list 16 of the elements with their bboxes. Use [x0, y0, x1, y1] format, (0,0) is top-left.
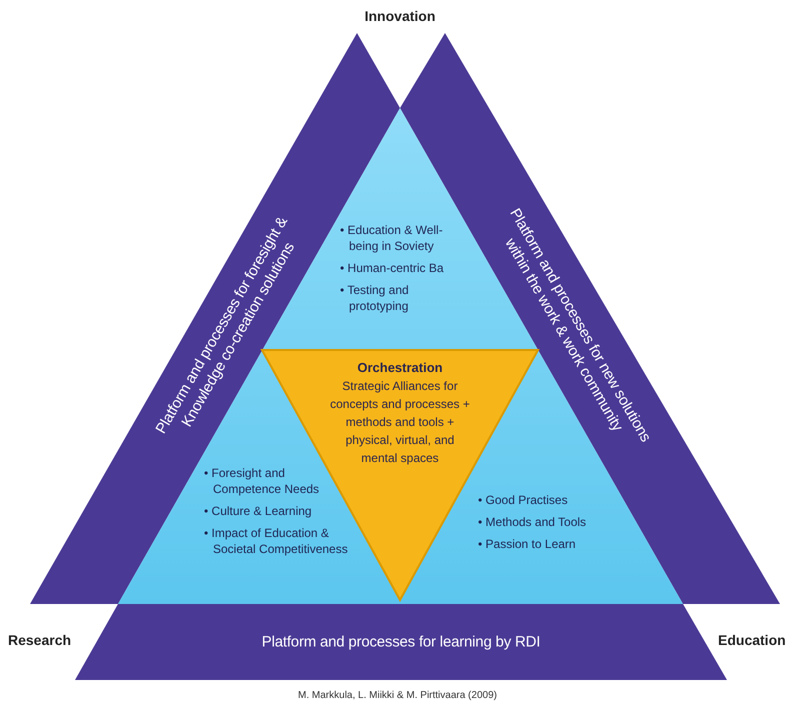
corner-label: Innovation [364, 8, 436, 24]
list-item: • Passion to Learn [478, 536, 577, 552]
list-item: • Human-centric Ba [340, 260, 445, 276]
heading: Orchestration [356, 359, 444, 377]
list-item: • Foresight and Competence Needs [204, 465, 320, 497]
list-item: • Methods and Tools [478, 514, 588, 530]
list-item: • Education & Well-being in Soviety [340, 222, 444, 254]
corner-label: Research [8, 632, 72, 648]
corner-label: Education [718, 632, 786, 648]
list-item: • Culture & Learning [204, 503, 313, 519]
list-item: • Impact of Education & Societal Competitiveness [204, 525, 349, 557]
body-text: Strategic Alliances for concepts and processes + methods and tools + physical, virtual, and mental spaces [329, 378, 471, 467]
caption: M. Markkula, L. Miikki & M. Pirttivaara (2009) [297, 690, 498, 701]
list-item: • Testing and prototyping [340, 282, 410, 314]
band-label: Platform and processes for learning by RDI [260, 632, 542, 652]
list-item: • Good Practises [478, 492, 569, 508]
